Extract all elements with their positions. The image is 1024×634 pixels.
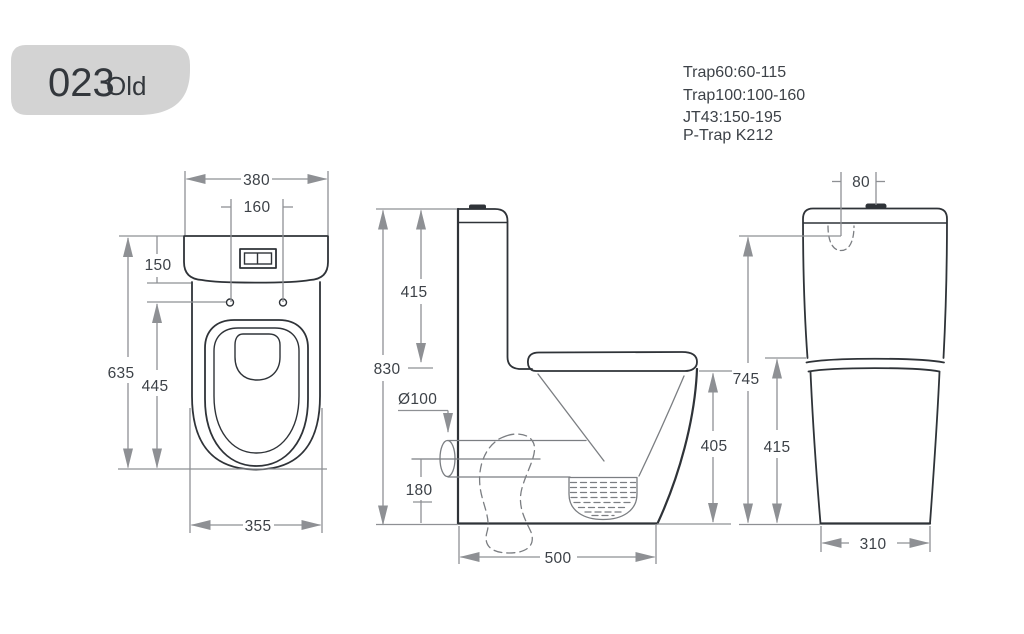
dim-front-overall-height: 635 (108, 365, 135, 382)
back-view-drawing: 80 745 415 310 (733, 172, 948, 553)
back-seat-band (805, 357, 945, 373)
side-view-dimensions: 830 415 Ø100 180 500 (374, 208, 732, 567)
side-seat (527, 351, 698, 372)
dim-front-button-spacing: 160 (244, 199, 271, 216)
side-bowl-funnel-back (537, 373, 605, 462)
model-badge-background (11, 45, 190, 115)
side-bowl-profile (656, 367, 699, 525)
trap-spec-line-4: P-Trap K212 (683, 127, 773, 144)
dim-front-cistern-height: 150 (145, 257, 172, 274)
front-view-dimensions: 380 160 635 150 445 (108, 171, 329, 535)
back-lower-body (809, 371, 941, 525)
side-cistern-outline (457, 208, 533, 370)
back-cistern-outline (802, 207, 948, 359)
dim-side-overall-depth: 500 (545, 550, 572, 567)
model-code: 023 (48, 61, 115, 105)
dim-back-inlet-offset: 80 (852, 174, 870, 191)
dim-back-lower-body-height: 415 (764, 439, 791, 456)
front-seat-outer (204, 319, 309, 467)
back-inlet-dashed (827, 225, 855, 252)
trap-spec-line-2: Trap100:100-160 (683, 87, 805, 104)
dim-side-cistern-height: 415 (401, 284, 428, 301)
side-outlet-pipe (411, 439, 587, 478)
front-bowl-opening (234, 333, 281, 381)
side-water-trap (568, 476, 638, 521)
side-flush-button (469, 204, 486, 210)
front-seat-inner (213, 327, 300, 454)
side-view-drawing: 830 415 Ø100 180 500 (374, 204, 732, 567)
model-badge: 023 Old (11, 45, 190, 115)
front-flush-button (239, 248, 277, 269)
front-cistern-outline (183, 235, 329, 284)
dim-back-base-width: 310 (860, 536, 887, 553)
dim-side-overall-height: 830 (374, 361, 401, 378)
trap-spec-list: Trap60:60-115 Trap100:100-160 JT43:150-1… (683, 64, 805, 144)
dim-side-outlet-height: 180 (406, 482, 433, 499)
back-flush-button (865, 203, 887, 209)
front-fixing-hole-left (225, 298, 235, 307)
model-suffix: Old (106, 71, 146, 101)
trap-spec-line-3: JT43:150-195 (683, 109, 782, 126)
back-view-dimensions: 80 745 415 310 (733, 172, 931, 553)
dim-side-outlet-diameter: Ø100 (398, 391, 437, 408)
front-pan-outline (191, 281, 321, 471)
dim-front-rim-height: 445 (142, 378, 169, 395)
front-view-drawing: 380 160 635 150 445 (108, 171, 329, 535)
dim-front-base-width: 355 (245, 518, 272, 535)
dim-back-overall-height: 745 (733, 371, 760, 388)
trap-spec-line-1: Trap60:60-115 (683, 64, 786, 81)
side-strap-dashed (479, 433, 536, 554)
dim-side-bowl-height: 405 (701, 438, 728, 455)
side-bowl-funnel-front (638, 375, 685, 477)
dim-front-overall-width: 380 (243, 172, 270, 189)
